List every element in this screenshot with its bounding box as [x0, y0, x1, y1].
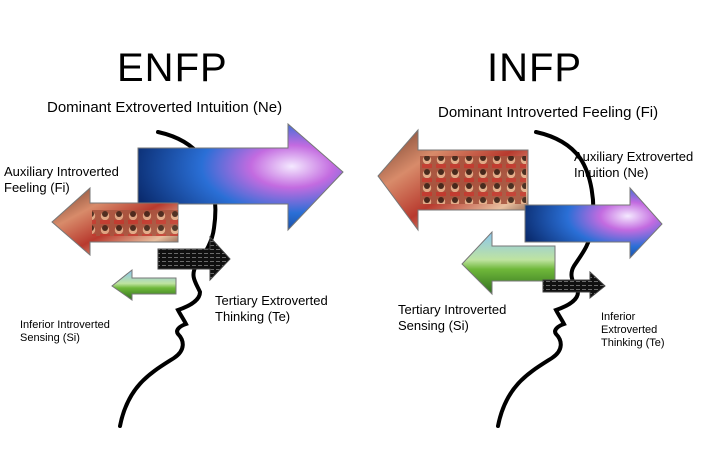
infp-auxiliary-label: Auxiliary Extroverted Intuition (Ne) [574, 149, 693, 180]
infp-auxiliary-line-1: Auxiliary Extroverted [574, 149, 694, 164]
infp-inferior-label: Inferior Extroverted Thinking (Te) [601, 311, 665, 351]
infp-inferior-line-1: Inferior [601, 311, 636, 323]
enfp-auxiliary-line-1: Auxiliary Introverted [4, 164, 119, 179]
enfp-inferior-line-1: Inferior Introverted [20, 319, 110, 331]
infp-tertiary-label: Tertiary Introverted Sensing (Si) [398, 302, 506, 333]
infp-tertiary-line-2: Sensing (Si) [398, 317, 469, 333]
infp-dominant-crowd [420, 156, 526, 204]
enfp-inferior-si-arrow [111, 268, 177, 301]
enfp-tertiary-line-2: Thinking (Te) [215, 308, 291, 324]
enfp-tertiary-label: Tertiary Extroverted Thinking (Te) [215, 293, 328, 324]
infp-head-outline [496, 130, 596, 428]
enfp-auxiliary-crowd [92, 210, 178, 236]
enfp-inferior-label: Inferior Introverted Sensing (Si) [20, 319, 110, 345]
enfp-tertiary-te-arrow [157, 235, 231, 282]
infp-inferior-line-3: Thinking (Te) [601, 337, 665, 350]
enfp-auxiliary-label: Auxiliary Introverted Feeling (Fi) [4, 164, 119, 195]
enfp-auxiliary-line-2: Feeling (Fi) [4, 179, 70, 195]
infp-inferior-te-arrow [542, 270, 606, 300]
infp-tertiary-line-1: Tertiary Introverted [398, 302, 507, 317]
infp-title: INFP [487, 46, 583, 90]
enfp-title: ENFP [117, 46, 228, 90]
enfp-inferior-line-2: Sensing (Si) [20, 332, 80, 345]
infp-dominant-label: Dominant Introverted Feeling (Fi) [438, 104, 659, 121]
enfp-dominant-label: Dominant Extroverted Intuition (Ne) [47, 99, 283, 116]
infp-inferior-line-2: Extroverted [601, 324, 658, 337]
infp-auxiliary-line-2: Intuition (Ne) [574, 164, 649, 180]
enfp-tertiary-line-1: Tertiary Extroverted [215, 293, 328, 308]
infp-auxiliary-ne-arrow [524, 186, 663, 260]
